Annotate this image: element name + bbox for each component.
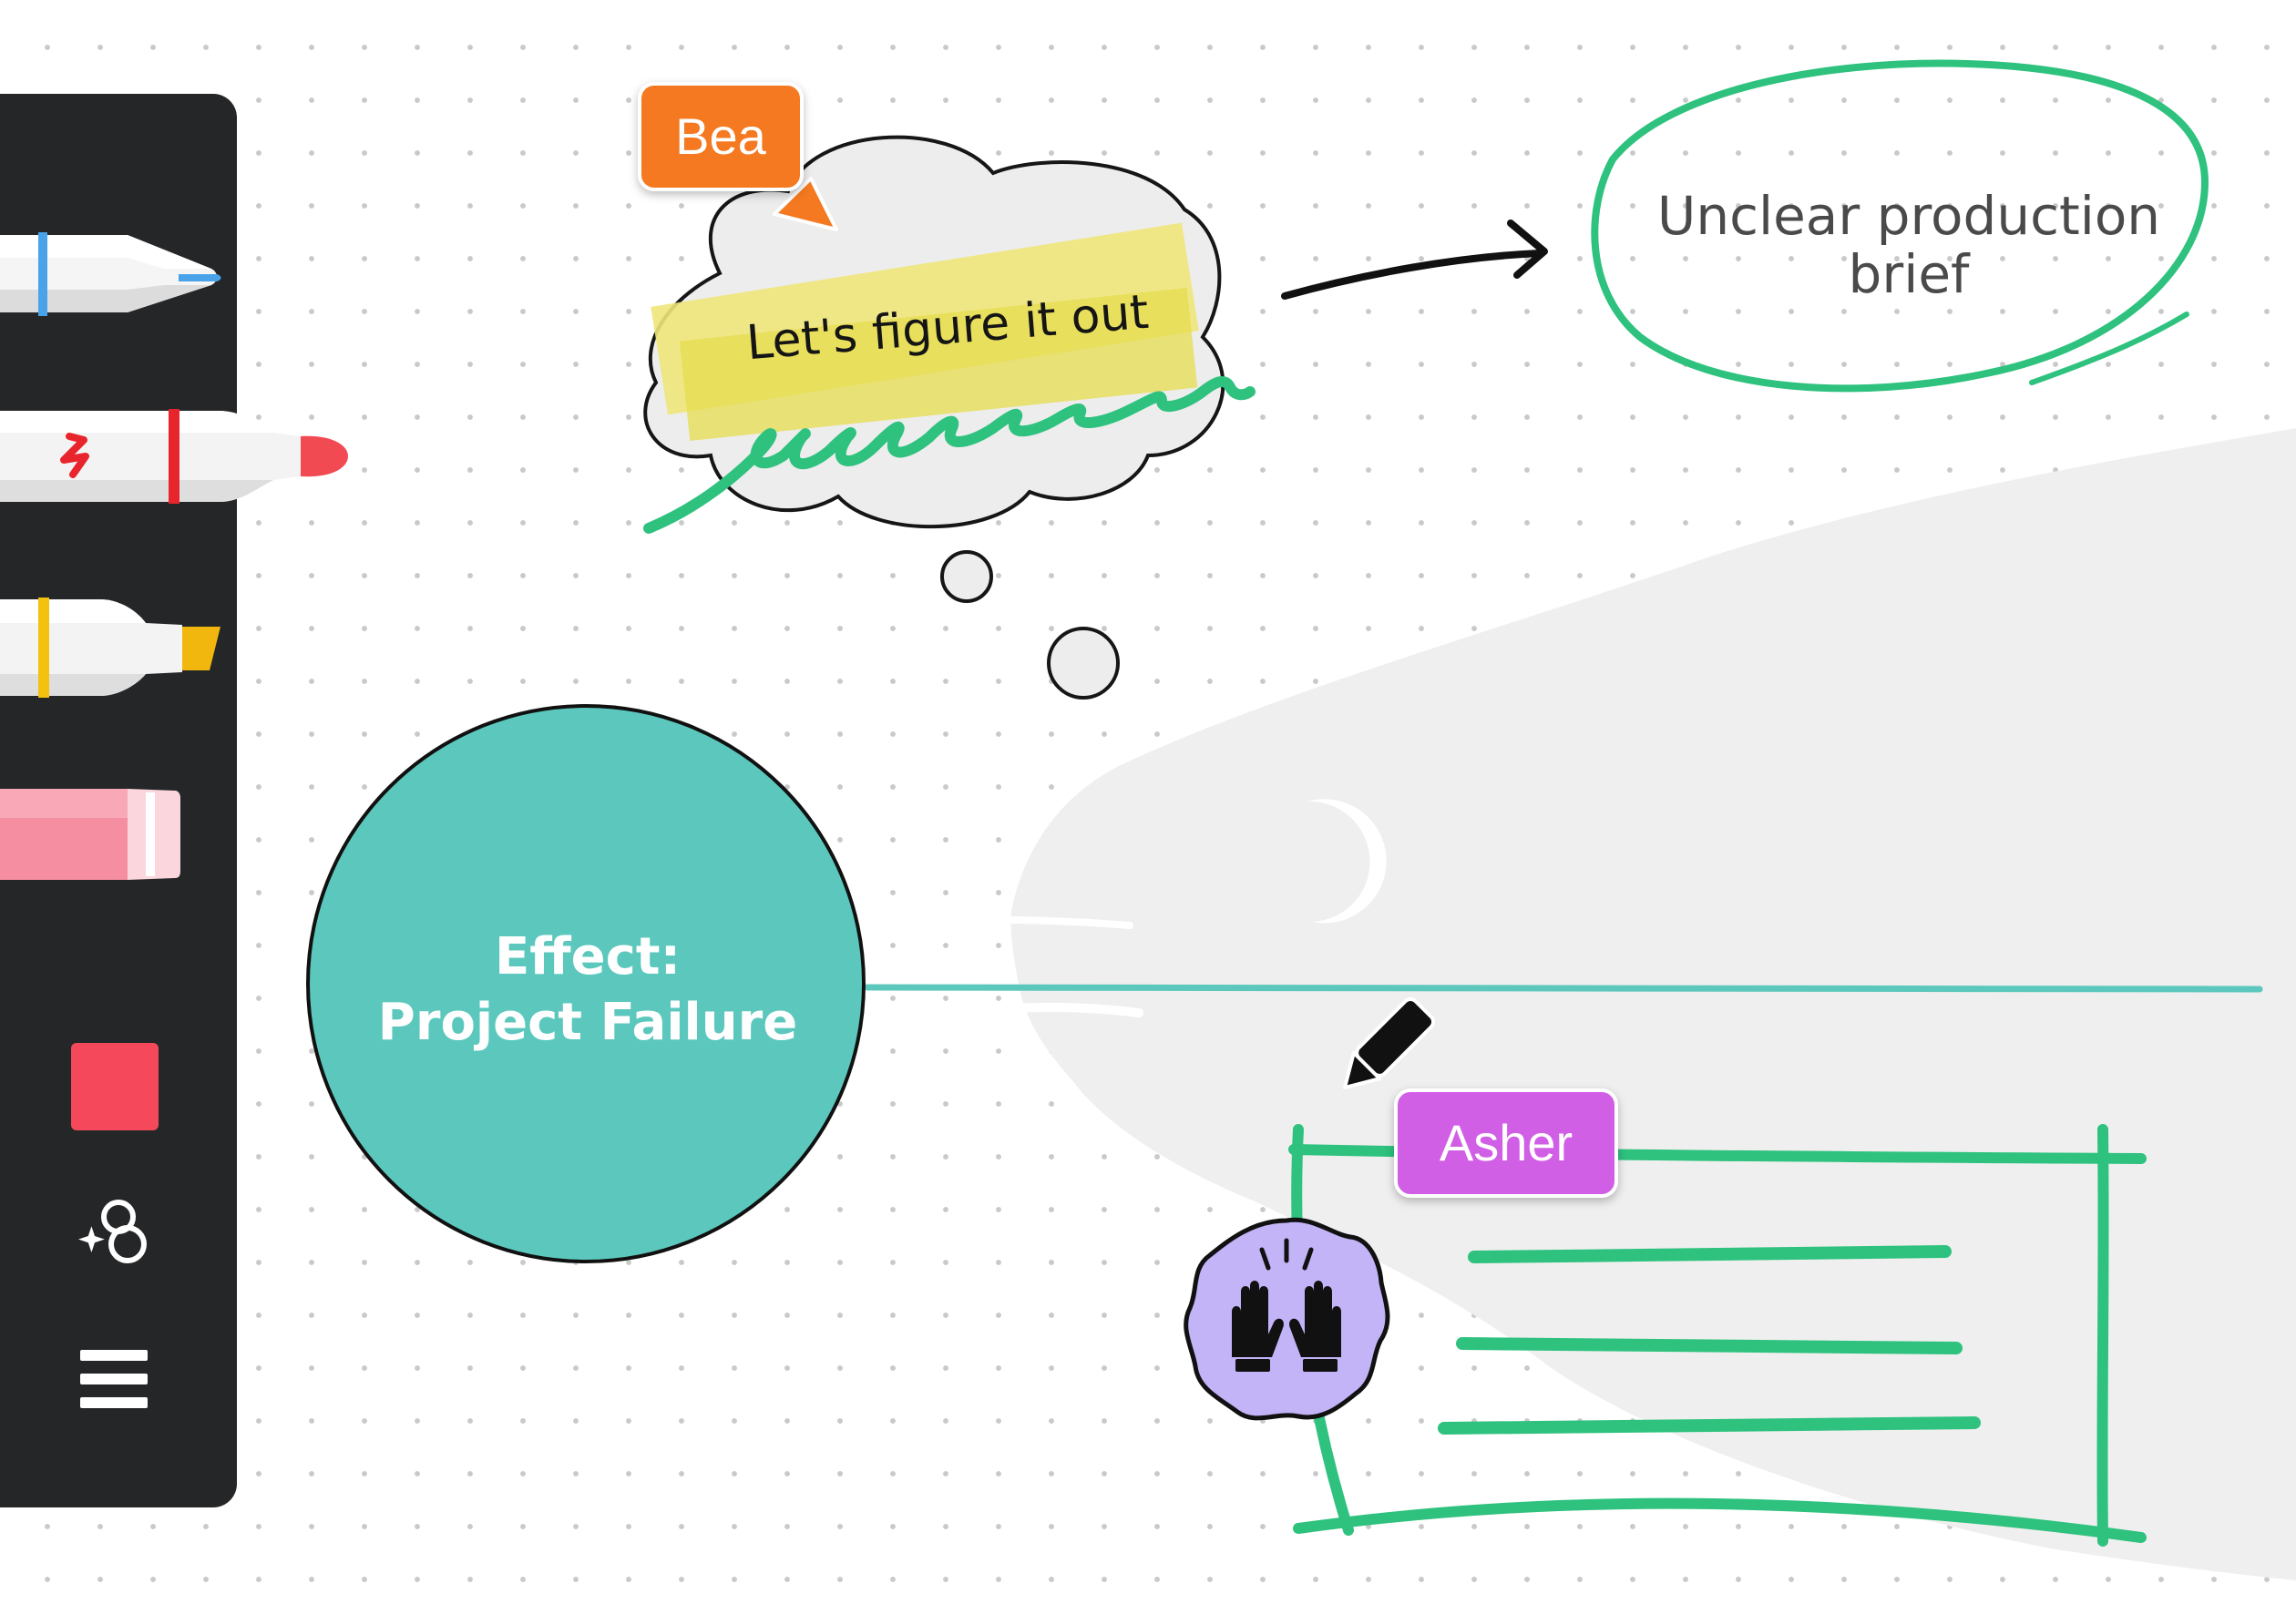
fish-mouth-top [999, 916, 1133, 929]
cursor-label-asher: Asher [1394, 1088, 1618, 1198]
green-rectangle-right [2096, 1124, 2109, 1547]
fish-mouth-bottom [998, 1002, 1143, 1017]
oval-note-text[interactable]: Unclear production brief [1656, 185, 2161, 305]
connector-arrowhead [1507, 220, 1548, 279]
fish-spine-line [864, 984, 2263, 993]
green-rect-line-3 [1438, 1416, 1981, 1435]
cursor-label-bea: Bea [638, 82, 804, 191]
drawing-toolbar [0, 94, 348, 1507]
raised-hands-icon [1232, 1238, 1341, 1372]
eraser-icon [0, 789, 180, 880]
connector-arrow [1281, 250, 1543, 300]
effect-title: Effect: [495, 927, 681, 986]
shapes-button[interactable] [77, 1191, 159, 1273]
fish-eye [1307, 799, 1387, 924]
eraser-tool[interactable] [0, 782, 191, 891]
effect-circle-text[interactable]: Effect: Project Failure [310, 925, 866, 1056]
thought-dot-small [940, 550, 993, 603]
effect-circle[interactable] [306, 704, 866, 1263]
menu-icon [80, 1350, 148, 1408]
pen-icon [0, 232, 221, 316]
highlighter-icon [0, 598, 220, 698]
green-squiggle [643, 376, 1256, 534]
highlight-band-front [679, 288, 1198, 441]
highlighter-tool[interactable] [0, 590, 228, 709]
bea-cursor-arrow [773, 177, 838, 231]
green-rect-line-2 [1456, 1337, 1963, 1354]
effect-subtitle: Project Failure [377, 993, 798, 1052]
green-oval[interactable] [1591, 59, 2209, 393]
color-swatch-button[interactable] [71, 1043, 159, 1130]
marker-tool[interactable] [0, 404, 355, 522]
green-rect-line-1 [1468, 1245, 1952, 1263]
pen-tool[interactable] [0, 221, 228, 340]
marker-icon [0, 409, 348, 504]
menu-button[interactable] [80, 1346, 149, 1412]
green-rectangle-bottom [1293, 1497, 2147, 1543]
fish-shape [1010, 428, 2296, 1580]
green-oval-tail [2029, 312, 2189, 385]
raised-hands-sticker[interactable] [1184, 1217, 1390, 1421]
shapes-sparkle-icon [78, 1200, 147, 1263]
pencil-cursor-icon [1342, 996, 1436, 1090]
thought-dot-medium [1047, 627, 1120, 700]
